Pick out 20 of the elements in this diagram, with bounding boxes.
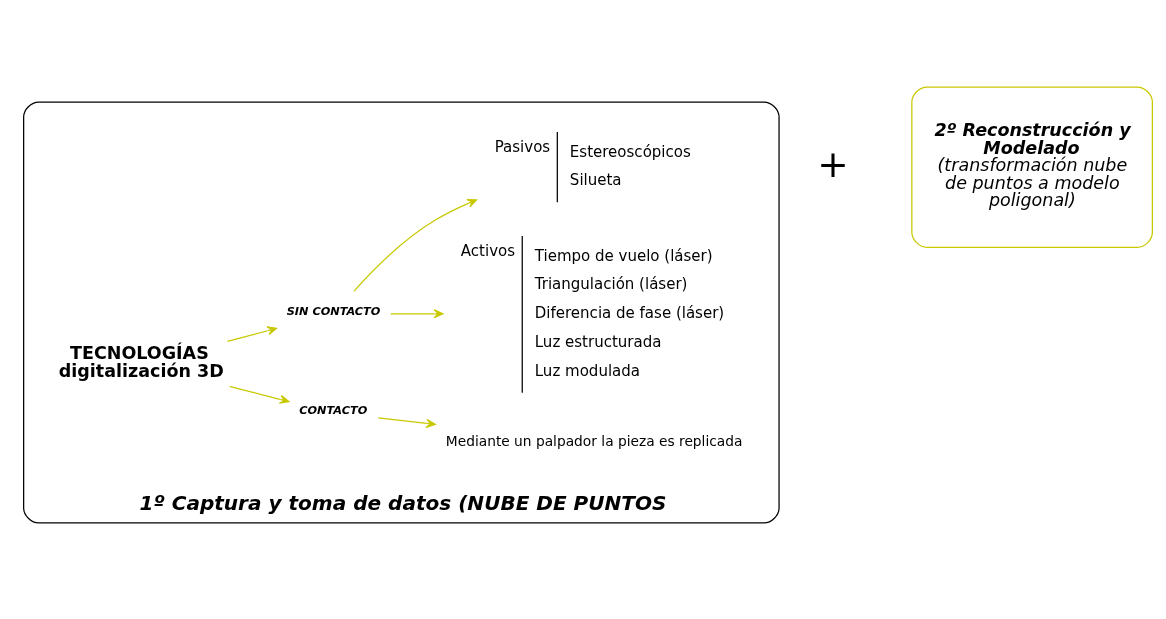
- node-label: Silueta: [569, 170, 622, 189]
- node-text: TECNOLOGÍAS digitalización 3D: [58, 342, 224, 381]
- node-text: SIN CONTACTO: [286, 304, 381, 318]
- node-label: Activos: [460, 241, 516, 260]
- node-label: Tiempo de vuelo (láser): [534, 246, 713, 265]
- arrow: [226, 325, 278, 342]
- arrow: [353, 198, 478, 292]
- arrow: [390, 308, 444, 318]
- node-label: Diferencia de fase (láser): [534, 303, 725, 322]
- node-label: Luz estructurada: [534, 332, 662, 351]
- node-label: Estereoscópicos: [569, 142, 691, 161]
- arrow: [377, 416, 436, 428]
- node-label: Pasivos: [494, 137, 551, 156]
- node-text: CONTACTO: [299, 403, 368, 417]
- node-box: 2º Reconstrucción y Modelado (transformación nube de puntos a modelo poligonal): [911, 85, 1153, 248]
- node-label: Luz modulada: [534, 361, 641, 380]
- arrow: [229, 385, 290, 404]
- node-text: Mediante un palpador la pieza es replicada: [445, 432, 743, 449]
- label: +: [817, 141, 849, 186]
- node-label: Triangulación (láser): [534, 274, 688, 293]
